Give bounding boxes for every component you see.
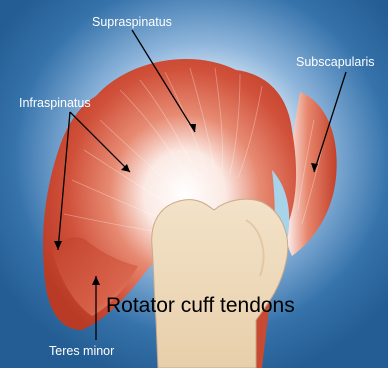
label-infraspinatus: Infraspinatus [19,97,91,110]
label-subscapularis: Subscapularis [296,56,375,69]
diagram-caption: Rotator cuff tendons [106,295,295,316]
label-supraspinatus: Supraspinatus [92,16,172,29]
label-teres-minor: Teres minor [49,345,114,358]
